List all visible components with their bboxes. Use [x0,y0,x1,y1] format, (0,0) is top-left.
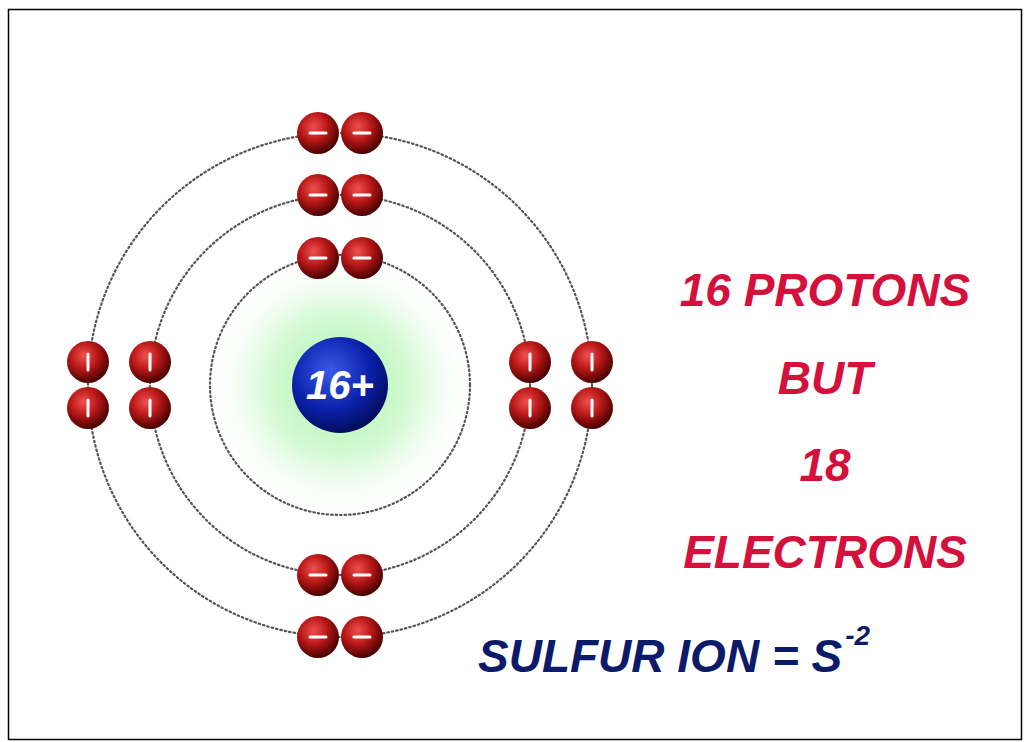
electron [297,112,339,154]
electron-ball [297,112,339,154]
electron-ball [341,554,383,596]
electron-ball [129,387,171,429]
connector-word: BUT [778,355,873,401]
charge-sign [310,574,326,577]
electron-ball [297,554,339,596]
electron-shell [88,133,592,637]
charge-sign [529,354,532,370]
electron-ball [341,112,383,154]
electron-word: ELECTRONS [683,529,967,575]
electron-ball [297,237,339,279]
charge-sign [591,354,594,370]
electron [341,554,383,596]
charge-sign [354,194,370,197]
electron [297,237,339,279]
electron-ball [341,237,383,279]
nucleus: 16+ [292,337,388,433]
electron-ball [129,341,171,383]
electron [509,387,551,429]
electron [297,616,339,658]
charge-sign [354,574,370,577]
electron [341,112,383,154]
electron-shell [150,195,530,575]
electron-ball [509,387,551,429]
electron [129,341,171,383]
charge-sign [310,132,326,135]
electron-ball [509,341,551,383]
electron-ball [297,174,339,216]
frame-border [9,10,1022,740]
electron-ball [67,387,109,429]
electron [297,174,339,216]
electron [341,616,383,658]
nucleus-circle [292,337,388,433]
charge-sign [149,354,152,370]
ion-charge: -2 [845,622,870,650]
nucleus-glow [205,250,475,520]
electron [509,341,551,383]
electron [571,341,613,383]
charge-sign [354,132,370,135]
proton-count: 16 PROTONS [680,267,971,313]
electron-ball [67,341,109,383]
electron-ball [571,341,613,383]
electron [67,387,109,429]
charge-sign [354,257,370,260]
charge-sign [87,354,90,370]
electron [341,174,383,216]
charge-label: 16+ [306,365,374,405]
charge-sign [310,636,326,639]
electron [297,554,339,596]
ion-formula: SULFUR ION = S [478,633,842,679]
electron [67,341,109,383]
electron-count: 18 [799,442,850,488]
charge-sign [354,636,370,639]
charge-sign [529,400,532,416]
electron-ball [341,616,383,658]
charge-sign [591,400,594,416]
electron-ball [341,174,383,216]
electron [341,237,383,279]
electron [129,387,171,429]
electron-shell [210,255,470,515]
charge-sign [149,400,152,416]
charge-sign [310,194,326,197]
charge-sign [87,400,90,416]
charge-sign [310,257,326,260]
electron-ball [571,387,613,429]
electron [571,387,613,429]
electron-ball [297,616,339,658]
